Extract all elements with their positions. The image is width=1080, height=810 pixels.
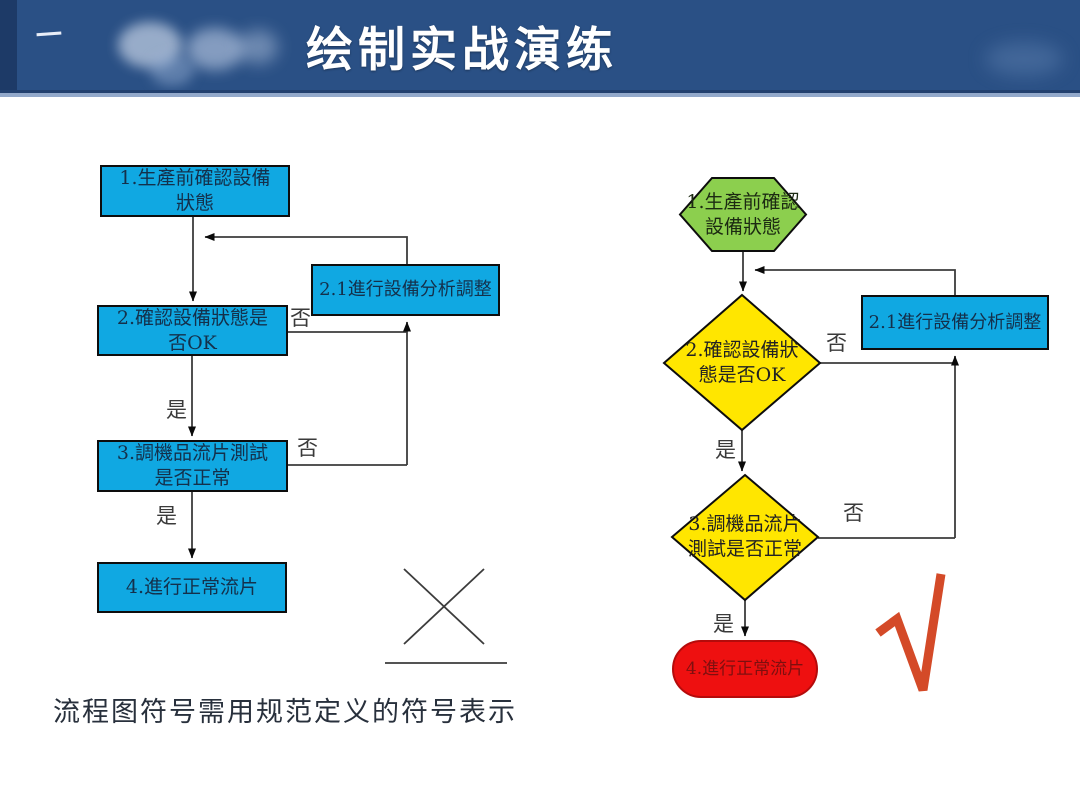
diamond-step2 [662, 293, 822, 432]
wrong-flowchart-connectors [188, 217, 411, 559]
wrong-yes-label-step3: 是 [156, 504, 177, 528]
header-border-dark [0, 90, 1080, 93]
redaction-smudge [238, 30, 278, 64]
slide-caption: 流程图符号需用规范定义的符号表示 [53, 697, 517, 728]
correct-step1-hexagon-text: 1.生產前確認設備狀態 [686, 191, 800, 238]
wrong-step1-box: 1.生產前確認設備狀態 [100, 165, 290, 217]
correct-no-label-step3: 否 [843, 501, 864, 525]
correct-yes-label-step3: 是 [713, 612, 734, 636]
wrong-step2-1-box: 2.1進行設備分析調整 [311, 264, 500, 316]
correct-step2-diamond-text: 2.確認設備狀態是否OK [685, 339, 799, 386]
correct-step4-terminator: 4.進行正常流片 [672, 640, 818, 698]
correct-flowchart-connectors [738, 251, 959, 637]
header-border-light [0, 93, 1080, 97]
hexagon-step1 [678, 177, 808, 252]
correct-no-label-step2: 否 [826, 331, 847, 355]
slide-header: 一 绘制实战演练 [0, 0, 1080, 90]
wrong-step2-box: 2.確認設備狀態是否OK [97, 305, 288, 356]
wrong-no-label-step2: 否 [290, 306, 311, 330]
wrong-x-mark [385, 568, 507, 664]
wrong-step3-box: 3.調機品流片測試是否正常 [97, 440, 288, 492]
wrong-yes-label-step2: 是 [166, 398, 187, 422]
redaction-smudge [985, 42, 1063, 76]
redaction-smudge [118, 22, 182, 68]
wrong-step4-box: 4.進行正常流片 [97, 562, 287, 613]
header-left-accent [0, 0, 17, 90]
page-title: 绘制实战演练 [306, 22, 618, 78]
diamond-step3 [670, 473, 820, 602]
correct-check-mark [875, 573, 946, 692]
redaction-smudge [186, 28, 244, 70]
wrong-no-label-step3: 否 [297, 436, 318, 460]
redaction-smudge [150, 54, 194, 86]
correct-step3-diamond-text: 3.調機品流片測試是否正常 [687, 513, 802, 560]
correct-yes-label-step2: 是 [715, 438, 736, 462]
correct-step2-1-box: 2.1進行設備分析調整 [861, 295, 1049, 350]
